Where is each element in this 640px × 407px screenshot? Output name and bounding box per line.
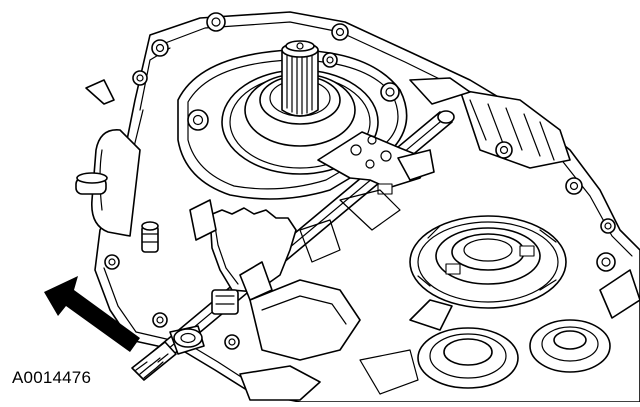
output-bearing-race (409, 215, 567, 309)
case-interior (189, 189, 419, 401)
sector-gear (209, 207, 297, 315)
figure-id-label: A0014476 (12, 368, 92, 387)
shift-fork (317, 131, 435, 195)
lower-bearings (409, 252, 640, 389)
detent-bolt (141, 221, 159, 253)
right-linkage (409, 77, 571, 169)
arrow-pointer-icon (44, 276, 140, 352)
bell-housing (75, 79, 141, 237)
